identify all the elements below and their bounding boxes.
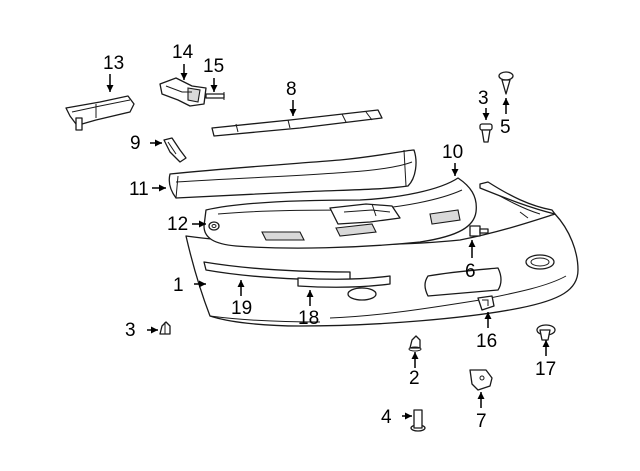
callout-6: 6: [465, 261, 476, 282]
clip-3-lower: [159, 321, 171, 335]
arrow-18: [306, 290, 314, 306]
arrow-10: [451, 163, 459, 176]
callout-1: 1: [173, 275, 184, 296]
clip-3-upper: [479, 123, 493, 143]
arrow-5: [502, 98, 510, 114]
retainer-2: [408, 335, 422, 352]
callout-19: 19: [231, 298, 252, 319]
callout-16: 16: [476, 331, 497, 352]
screw-4: [410, 409, 426, 432]
callout-17: 17: [535, 359, 556, 380]
leader-arrows: [106, 64, 550, 420]
arrow-11: [152, 184, 166, 192]
upper-retainer-strip: [211, 109, 383, 137]
arrow-4: [402, 412, 412, 420]
arrow-19: [237, 280, 245, 296]
guide-bracket: [159, 77, 225, 107]
callout-13: 13: [103, 53, 124, 74]
arrow-14: [180, 64, 188, 80]
callout-2: 2: [409, 368, 420, 389]
screw-17: [536, 324, 556, 341]
callout-7: 7: [476, 411, 487, 432]
side-bracket: [65, 95, 135, 131]
impact-bar: [168, 149, 417, 199]
arrow-3-lower: [147, 326, 158, 334]
small-bracket: [163, 137, 187, 163]
arrow-7: [477, 392, 485, 408]
callout-11: 11: [129, 179, 149, 200]
arrow-15: [210, 78, 218, 92]
clip-16: [477, 295, 495, 311]
arrow-12: [192, 220, 206, 228]
callout-15: 15: [203, 56, 224, 77]
callout-3-upper: 3: [478, 88, 489, 109]
arrow-17: [542, 340, 550, 356]
callout-8: 8: [286, 79, 297, 100]
arrow-8: [289, 100, 297, 116]
grommet-12: [208, 221, 220, 231]
callout-14: 14: [172, 42, 194, 63]
arrow-16: [484, 312, 492, 328]
callout-12: 12: [167, 214, 188, 235]
bracket-7: [469, 369, 493, 391]
callout-18: 18: [298, 308, 319, 329]
energy-absorber: [203, 177, 477, 249]
arrow-9: [150, 139, 162, 147]
arrow-6: [468, 240, 476, 258]
callout-3-lower: 3: [125, 320, 136, 341]
callout-labels: 1 2 3 3 4 5 6 7 8 9 10 11 12 13 14 15 16…: [103, 42, 556, 432]
push-pin-5: [498, 71, 514, 95]
arrow-13: [106, 74, 114, 92]
arrow-2: [411, 352, 419, 368]
callout-5: 5: [500, 117, 511, 138]
arrow-3-upper: [482, 108, 490, 120]
bolt-6: [469, 225, 489, 237]
callout-4: 4: [381, 407, 392, 428]
arrow-1: [194, 280, 206, 288]
callout-9: 9: [130, 133, 141, 154]
callout-10: 10: [442, 142, 463, 163]
